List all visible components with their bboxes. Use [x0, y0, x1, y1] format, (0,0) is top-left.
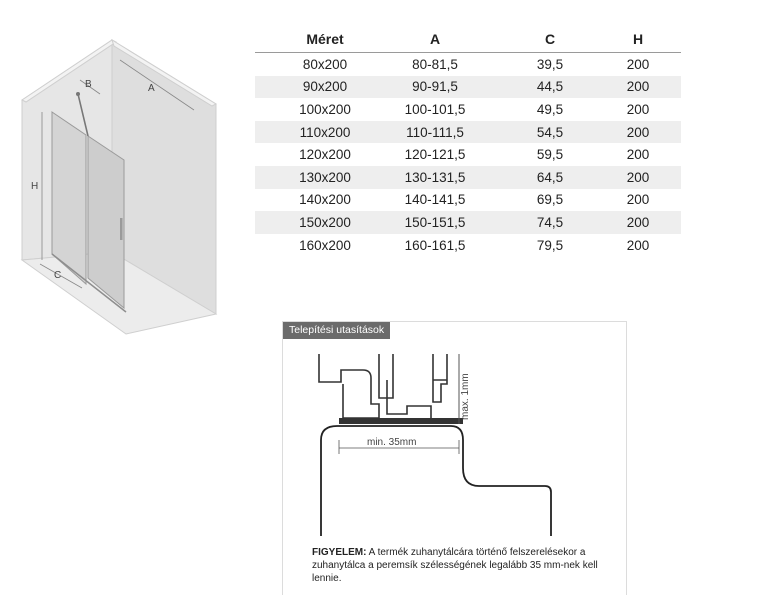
cell-size: 120x200 — [299, 147, 351, 163]
dim-line-b — [79, 79, 101, 95]
cell-a: 160-161,5 — [404, 237, 466, 253]
cell-size: 100x200 — [299, 101, 351, 117]
table-row: 160x200 160-161,5 79,5 200 — [255, 234, 681, 257]
cell-h: 200 — [626, 147, 650, 163]
cell-size: 110x200 — [255, 120, 365, 144]
warning-note: FIGYELEM: A termék zuhanytálcára történő… — [312, 546, 617, 585]
cell-h: 200 — [626, 237, 650, 253]
cell-a: 80-81,5 — [412, 56, 458, 72]
cell-a: 140-141,5 — [404, 192, 466, 208]
warning-text: A termék zuhanytálcára történő felszerel… — [312, 547, 598, 584]
seal-strip — [339, 418, 463, 424]
dim-line-a — [119, 59, 195, 111]
cell-c: 59,5 — [536, 147, 564, 163]
cell-h: 200 — [595, 165, 681, 189]
cell-a: 120-121,5 — [404, 147, 466, 163]
door-handle — [120, 218, 123, 240]
header-size: Méret — [255, 26, 365, 53]
cell-h: 200 — [626, 101, 650, 117]
cell-c: 44,5 — [505, 75, 595, 99]
wall-top-back — [111, 38, 218, 107]
cell-c: 74,5 — [505, 211, 595, 234]
cell-size: 130x200 — [255, 165, 365, 189]
cell-size: 140x200 — [299, 192, 351, 208]
cell-size: 150x200 — [255, 211, 365, 234]
cell-a: 130-131,5 — [365, 165, 505, 189]
table-row: 120x200 120-121,5 59,5 200 — [255, 143, 681, 166]
dim-label-c: C — [54, 270, 61, 281]
cell-h: 200 — [626, 56, 650, 72]
installation-panel: Telepítési utasítások min. 35mm max. 1mm… — [282, 321, 627, 595]
dimensions-table: Méret A C H 80x200 80-81,5 39,5 200 90x2… — [255, 26, 681, 256]
shower-tray — [320, 425, 552, 536]
table-row: 130x200 130-131,5 64,5 200 — [255, 165, 681, 189]
warning-title: FIGYELEM: — [312, 547, 367, 558]
table-row: 110x200 110-111,5 54,5 200 — [255, 120, 681, 144]
cell-size: 160x200 — [299, 237, 351, 253]
table-row: 90x200 90-91,5 44,5 200 — [255, 75, 681, 99]
dim-label-a: A — [148, 83, 155, 94]
cell-h: 200 — [626, 192, 650, 208]
installation-tab-label: Telepítési utasítások — [283, 322, 391, 339]
wall-profile — [318, 354, 380, 419]
min-dim-label: min. 35mm — [367, 437, 416, 448]
cell-a: 90-91,5 — [365, 75, 505, 99]
cell-h: 200 — [595, 120, 681, 144]
table-header-row: Méret A C H — [255, 26, 681, 53]
cell-c: 54,5 — [505, 120, 595, 144]
table-row: 80x200 80-81,5 39,5 200 — [255, 53, 681, 76]
installation-section-drawing: min. 35mm max. 1mm — [318, 354, 552, 536]
cell-a: 150-151,5 — [365, 211, 505, 234]
cell-h: 200 — [595, 75, 681, 99]
shower-iso-diagram: A B H C — [20, 38, 218, 335]
dim-label-b: B — [85, 79, 92, 90]
cell-h: 200 — [595, 211, 681, 234]
dim-line-c — [39, 263, 83, 289]
cell-c: 39,5 — [536, 56, 564, 72]
fixed-glass-panel — [51, 111, 87, 286]
cell-c: 49,5 — [536, 101, 564, 117]
door-profile — [432, 354, 448, 403]
cell-a: 110-111,5 — [365, 120, 505, 144]
cell-c: 79,5 — [536, 237, 564, 253]
glass-profile — [378, 354, 432, 418]
bottom-rail — [51, 253, 127, 313]
cell-size: 80x200 — [302, 56, 348, 72]
header-c: C — [505, 26, 595, 53]
cell-a: 100-101,5 — [404, 101, 466, 117]
dim-label-h: H — [31, 181, 38, 192]
stabilizer-mount — [76, 92, 80, 96]
table-row: 100x200 100-101,5 49,5 200 — [255, 98, 681, 121]
stabilizer-bar — [77, 93, 89, 137]
table-row: 140x200 140-141,5 69,5 200 — [255, 189, 681, 212]
table-row: 150x200 150-151,5 74,5 200 — [255, 211, 681, 234]
header-h: H — [595, 26, 681, 53]
cell-c: 64,5 — [505, 165, 595, 189]
header-a: A — [365, 26, 505, 53]
sliding-glass-panel — [87, 135, 125, 310]
cell-c: 69,5 — [536, 192, 564, 208]
cell-size: 90x200 — [255, 75, 365, 99]
max-dim-label: max. 1mm — [460, 373, 471, 420]
